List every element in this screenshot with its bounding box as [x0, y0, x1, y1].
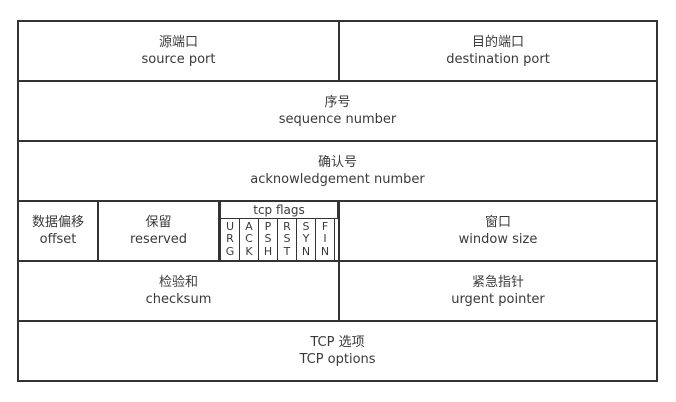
field-reserved-label-en: reserved	[129, 232, 188, 247]
flag-psh-letter-1: S	[264, 232, 272, 246]
field-source-port-label-cn: 源端口	[158, 35, 198, 50]
field-urgent-pointer: 紧急指针 urgent pointer	[340, 262, 656, 320]
flag-psh-letter-2: H	[263, 244, 273, 258]
field-window-size: 窗口 window size	[340, 202, 656, 260]
flag-fin-letter-1: I	[323, 232, 327, 246]
field-data-offset-label-cn: 数据偏移	[31, 215, 84, 230]
flag-urg-letter-2: G	[225, 244, 235, 258]
field-tcp-flags-group: tcp flags U R G A C K P S H	[220, 201, 340, 260]
table-row-control: 数据偏移 offset 保留 reserved tcp flags U R G …	[19, 201, 656, 262]
flag-rst-letter-1: S	[283, 232, 291, 246]
field-data-offset-label-en: offset	[39, 232, 77, 247]
field-urgent-pointer-label-en: urgent pointer	[451, 292, 545, 307]
flag-cell-fin: F I N	[315, 219, 335, 260]
field-sequence-number-label-cn: 序号	[324, 95, 351, 110]
flag-fin-letter-0: F	[321, 219, 329, 233]
field-destination-port-label-cn: 目的端口	[471, 35, 524, 50]
table-row-acknowledgement: 确认号 acknowledgement number	[19, 142, 656, 202]
field-reserved-label-cn: 保留	[145, 215, 172, 230]
flag-cell-rst: R S T	[277, 219, 297, 260]
table-row-options: TCP 选项 TCP options	[19, 322, 656, 380]
field-acknowledgement-number: 确认号 acknowledgement number	[19, 142, 656, 200]
flag-syn-letter-2: N	[301, 244, 311, 258]
field-tcp-options-label-cn: TCP 选项	[310, 335, 365, 350]
tcp-flags-cells: U R G A C K P S H R	[220, 219, 338, 260]
field-window-size-label-en: window size	[458, 232, 538, 247]
field-reserved: 保留 reserved	[99, 202, 220, 260]
flag-urg-letter-1: R	[226, 232, 234, 246]
flag-ack-letter-2: K	[245, 244, 253, 258]
field-checksum-label-cn: 检验和	[158, 275, 198, 290]
field-checksum: 检验和 checksum	[19, 262, 340, 320]
flag-rst-letter-0: R	[283, 219, 291, 233]
field-tcp-options: TCP 选项 TCP options	[19, 322, 656, 380]
flag-fin-letter-2: N	[320, 244, 330, 258]
flag-cell-ack: A C K	[239, 219, 259, 260]
tcp-header-table: 源端口 source port 目的端口 destination port 序号…	[17, 20, 658, 382]
table-row-sequence: 序号 sequence number	[19, 82, 656, 142]
field-source-port-label-en: source port	[141, 52, 216, 67]
flag-urg-letter-0: U	[225, 219, 235, 233]
field-window-size-label-cn: 窗口	[484, 215, 511, 230]
flag-cell-syn: S Y N	[296, 219, 316, 260]
field-sequence-number-label-en: sequence number	[278, 112, 397, 127]
field-destination-port-label-en: destination port	[446, 52, 550, 67]
field-checksum-label-en: checksum	[145, 292, 212, 307]
flag-syn-letter-0: S	[302, 219, 310, 233]
field-acknowledgement-number-label-en: acknowledgement number	[250, 172, 425, 187]
flag-rst-letter-2: T	[283, 244, 291, 258]
table-row-ports: 源端口 source port 目的端口 destination port	[19, 22, 656, 82]
table-row-checksum: 检验和 checksum 紧急指针 urgent pointer	[19, 262, 656, 322]
field-sequence-number: 序号 sequence number	[19, 82, 656, 140]
field-source-port: 源端口 source port	[19, 22, 340, 80]
flag-psh-letter-0: P	[264, 219, 272, 233]
field-acknowledgement-number-label-cn: 确认号	[317, 155, 357, 170]
flag-cell-urg: U R G	[220, 219, 240, 260]
field-destination-port: 目的端口 destination port	[340, 22, 656, 80]
flag-syn-letter-1: Y	[302, 232, 310, 246]
tcp-flags-header-label: tcp flags	[220, 201, 338, 219]
flag-ack-letter-0: A	[245, 219, 253, 233]
field-data-offset: 数据偏移 offset	[19, 202, 99, 260]
field-urgent-pointer-label-cn: 紧急指针	[471, 275, 524, 290]
flag-cell-psh: P S H	[258, 219, 278, 260]
flag-ack-letter-1: C	[245, 232, 253, 246]
field-tcp-options-label-en: TCP options	[299, 352, 376, 367]
